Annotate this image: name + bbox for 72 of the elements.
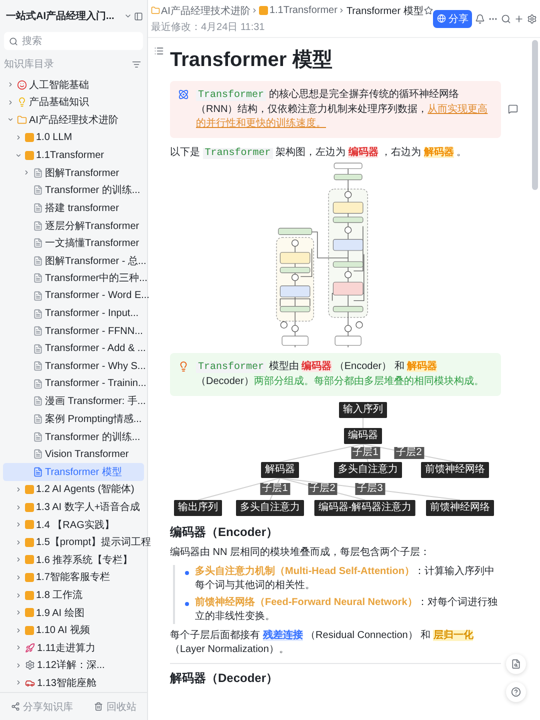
- tree-item-label: Transformer - Add & ...: [45, 343, 146, 354]
- edge-label: 子层1: [260, 483, 290, 495]
- section-heading: 解码器（Decoder）: [170, 670, 280, 687]
- edge-label: 子层3: [355, 483, 385, 495]
- tree-item-label: Transformer - Word E...: [45, 290, 150, 302]
- list-item: 多头自注意力机制（Multi-Head Self-Attention）：计算输入序列中每个词与其他词的相关性。: [195, 565, 496, 593]
- knowledge-base-title: 一站式AI产品经理入门...: [6, 9, 114, 23]
- section-heading: 知识库目录: [4, 58, 54, 71]
- tree-item-label: 案例 Prompting情感...: [45, 412, 142, 426]
- edge-label: 子层2: [394, 447, 424, 459]
- tree-node: 编码器-解码器注意力: [314, 500, 416, 516]
- breadcrumb-current: Transformer 模型: [346, 4, 424, 18]
- tree-item-label: AI产品经理技术进阶: [29, 114, 118, 127]
- tree-item-label: Transformer 的训练...: [45, 184, 140, 198]
- connector-line: [198, 478, 280, 500]
- tree-node: 前馈神经网络: [421, 462, 489, 478]
- tree-node: 多头自注意力: [334, 462, 402, 478]
- breadcrumb-link: AI产品经理技术进阶: [161, 4, 250, 18]
- connector-line: [280, 444, 364, 462]
- tree-item-label: 一文搞懂Transformer: [45, 236, 140, 250]
- edge-label: 子层2: [308, 483, 338, 495]
- tree-node: 解码器: [261, 462, 299, 478]
- connector-line: [362, 418, 364, 428]
- tree-item-label: Transformer 模型: [45, 466, 122, 479]
- tree-item-label: Transformer - Why S...: [45, 360, 146, 372]
- tree-item-label: 产品基础知识: [29, 96, 89, 110]
- section-heading: 编码器（Encoder）: [170, 524, 280, 541]
- search-field: 搜索: [4, 32, 143, 50]
- tree-node: 输入序列: [339, 402, 387, 418]
- tree-item-label: 1.5【prompt】提示词工程: [36, 536, 152, 550]
- tree-item-label: Transformer - FFNN...: [45, 326, 143, 337]
- tree-item-label: 1.8 工作流: [36, 588, 83, 602]
- paragraph: 每个子层后面都接有 残差连接 （Residual Connection） 和 层归一化（Layer Normalization）。: [170, 629, 474, 657]
- callout-text: Transformer 模型由 编码器 （Encoder） 和 解码器（Decoder）两部分组成。每部分都由多层堆叠的相同模块构成。: [196, 360, 485, 389]
- tree-item-label: 1.11走进算力: [37, 642, 96, 655]
- paragraph: 以下是 Transformer 架构图，左边为 编码器 ，右边为 解码器 。: [170, 146, 468, 161]
- tree-item-label: Transformer - Input...: [45, 308, 139, 320]
- tree-item-label: 逐层分解Transformer: [45, 220, 140, 233]
- tree-item-label: 1.10 AI 视频: [36, 624, 90, 638]
- tree-item-label: 图解Transformer: [45, 166, 120, 180]
- tree-item-label: 1.13智能座舱: [37, 676, 96, 690]
- tree-item-label: 1.6 推荐系统【专栏】: [36, 554, 133, 567]
- tree-item-label: 1.12详解：深...: [37, 658, 105, 672]
- tree-item-label: 1.7智能客服专栏: [36, 570, 110, 584]
- tree-item-label: Vision Transformer: [45, 448, 129, 460]
- share-link: 分享知识库: [22, 700, 73, 714]
- tree-item-label: 1.9 AI 绘图: [36, 606, 84, 620]
- tree-node: 前馈神经网络: [426, 500, 494, 516]
- tree-item-label: 图解Transformer - 总...: [45, 254, 146, 268]
- share-button: 分享: [433, 10, 472, 28]
- breadcrumb-link: 1.1Transformer: [269, 5, 338, 16]
- tree-node: 多头自注意力: [236, 500, 304, 516]
- callout-text: Transformer 的核心思想是完全摒弃传统的循环神经网络（RNN）结构，仅依赖注意力机制来处理序列数据，从而实现更高的并行性和更快的训练速度。: [196, 88, 489, 131]
- tree-item-label: 人工智能基础: [29, 78, 89, 92]
- list-item: 前馈神经网络（Feed-Forward Neural Network）：对每个词进行独立的非线性变换。: [195, 596, 498, 624]
- tree-item-label: 1.4 【RAG实践】: [36, 518, 114, 532]
- paragraph: 编码器由 NN 层相同的模块堆叠而成，每层包含两个子层：: [170, 546, 431, 560]
- edge-label: 子层1: [350, 447, 380, 459]
- tree-item-label: Transformer - Trainin...: [45, 378, 146, 390]
- last-modified: 最近修改：4月24日 11:31: [151, 20, 266, 34]
- trash-link: 回收站: [106, 700, 136, 714]
- tree-node: 输出序列: [174, 500, 222, 516]
- tree-item-label: 1.3 AI 数字人+语音合成: [36, 500, 140, 514]
- tree-item-label: Transformer 的训练...: [45, 430, 140, 444]
- tree-item-label: 1.0 LLM: [36, 132, 72, 144]
- tree-item-label: 1.1Transformer: [36, 150, 104, 161]
- tree-item-label: 1.2 AI Agents (智能体): [36, 482, 134, 496]
- page-title: Transformer 模型: [170, 48, 334, 73]
- tree-item-label: Transformer中的三种...: [45, 272, 148, 286]
- tree-item-label: 漫画 Transformer: 手...: [45, 394, 146, 408]
- tree-node: 编码器: [344, 428, 382, 444]
- tree-item-label: 搭建 transformer: [45, 202, 119, 215]
